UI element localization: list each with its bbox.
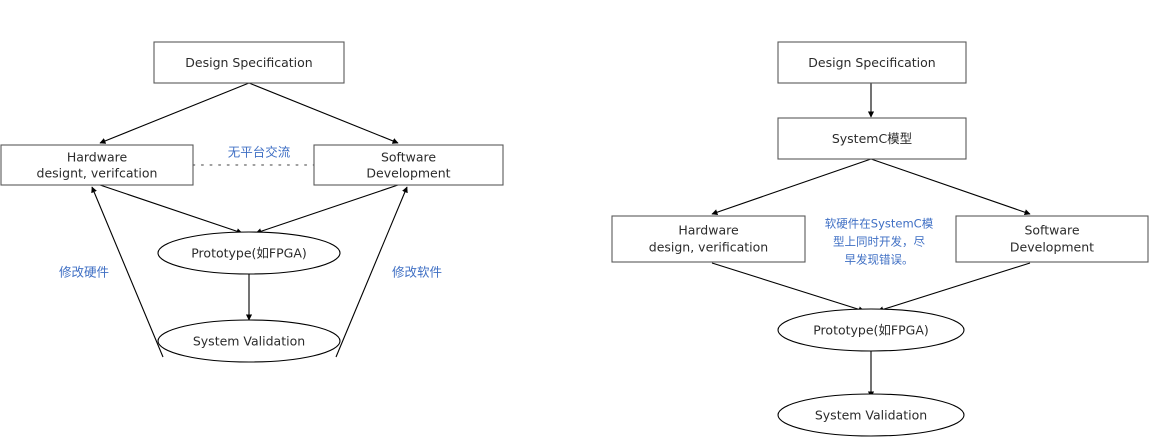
edge-spec-to-hardware: [99, 82, 250, 144]
right-diagram-group: Design Specification SystemC模型 Hardware …: [611, 41, 1149, 437]
edge-software-to-prototype: [255, 184, 399, 235]
right-node-software[interactable]: [955, 215, 1149, 263]
left-node-prototype[interactable]: [157, 231, 341, 275]
left-node-design-specification[interactable]: [153, 41, 345, 84]
left-label-hardware-line1: Hardware: [67, 150, 128, 165]
left-diagram-group: Design Specification Hardware designt, v…: [0, 41, 504, 363]
right-annotation-concurrent-dev-line2: 型上同时开发，尽: [833, 235, 925, 249]
left-node-system-validation[interactable]: [157, 319, 341, 363]
edge-hardware-to-prototype: [99, 184, 243, 235]
right-node-system-validation[interactable]: [777, 393, 965, 437]
left-label-hardware-line2: designt, verifcation: [37, 166, 158, 181]
left-label-software-line2: Development: [366, 166, 450, 181]
left-label-software-line1: Software: [381, 150, 436, 165]
right-node-design-specification[interactable]: [777, 41, 967, 84]
right-label-prototype: Prototype(如FPGA): [813, 323, 929, 338]
left-label-prototype: Prototype(如FPGA): [191, 246, 307, 261]
left-annotation-no-platform-exchange: 无平台交流: [228, 145, 291, 160]
right-label-system-validation: System Validation: [815, 408, 927, 423]
right-label-design-specification: Design Specification: [808, 55, 935, 70]
edge-systemc-to-hardware: [711, 158, 872, 216]
edge-spec-to-software: [248, 82, 399, 144]
edge-validation-to-software-feedback: [335, 186, 408, 358]
right-label-systemc-model: SystemC模型: [832, 131, 912, 146]
right-node-systemc-model[interactable]: [777, 117, 967, 160]
left-label-system-validation: System Validation: [193, 334, 305, 349]
left-annotation-modify-hardware: 修改硬件: [59, 265, 109, 280]
edge-software-to-prototype-right: [877, 262, 1031, 313]
left-label-design-specification: Design Specification: [185, 55, 312, 70]
right-annotation-concurrent-dev-line3: 早发现错误。: [845, 253, 914, 267]
edge-validation-to-hardware-feedback: [91, 186, 164, 358]
edge-hardware-to-prototype-right: [711, 262, 865, 313]
left-node-software[interactable]: [313, 144, 504, 186]
right-label-hardware-line1: Hardware: [678, 223, 739, 238]
right-label-software-line2: Development: [1010, 240, 1094, 255]
right-node-prototype[interactable]: [777, 308, 965, 352]
left-node-hardware[interactable]: [0, 144, 194, 186]
right-annotation-concurrent-dev-line1: 软硬件在SystemC模: [825, 217, 934, 231]
left-annotation-modify-software: 修改软件: [392, 265, 442, 280]
right-label-software-line1: Software: [1024, 223, 1079, 238]
right-label-hardware-line2: design, verification: [649, 240, 768, 255]
right-node-hardware[interactable]: [611, 215, 806, 263]
edge-systemc-to-software: [870, 158, 1031, 216]
